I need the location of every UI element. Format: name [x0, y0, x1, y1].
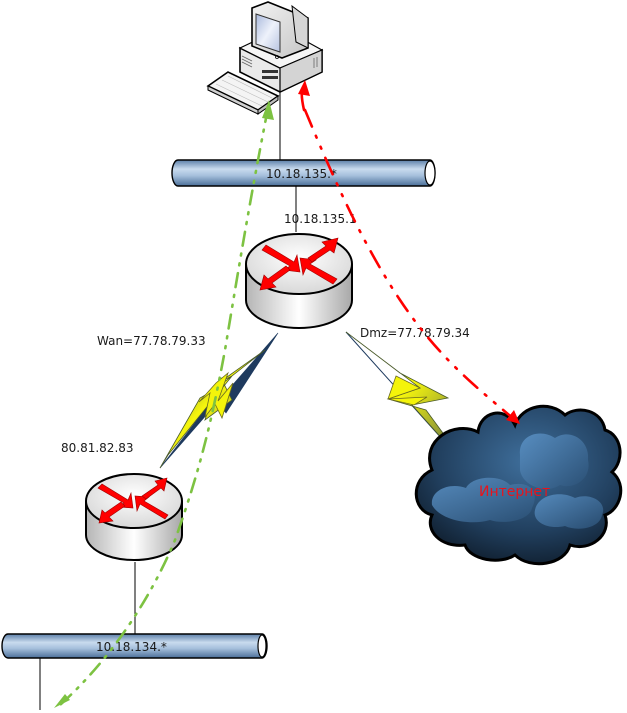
- router-main-lan-ip-label: 10.18.135.1: [284, 212, 357, 226]
- green-arrowhead-top: [262, 100, 274, 120]
- green-flow-path: [54, 100, 274, 708]
- lan-bottom-label: 10.18.134.*: [96, 640, 167, 654]
- wan-ip-label: Wan=77.78.79.33: [97, 334, 206, 348]
- lan-bus-bottom: 10.18.134.*: [1, 633, 268, 659]
- remote-router-icon[interactable]: [85, 473, 183, 561]
- red-arrowhead-bottom: [506, 410, 520, 424]
- main-router-icon[interactable]: [245, 233, 353, 329]
- lan-bus-top: 10.18.135.*: [171, 159, 436, 187]
- dmz-ip-label: Dmz=77.78.79.34: [360, 326, 470, 340]
- internet-cloud-icon[interactable]: Интернет: [414, 404, 623, 566]
- red-flow-path: [298, 80, 520, 424]
- lan-top-label: 10.18.135.*: [266, 167, 337, 181]
- internet-label: Интернет: [479, 484, 550, 500]
- router-arrows-icon: [259, 237, 339, 291]
- router-arrows-icon: [97, 477, 169, 524]
- wan-lightning-link: [159, 332, 279, 469]
- red-arrowhead-top: [298, 80, 310, 96]
- workstation-computer-icon[interactable]: [206, 1, 324, 115]
- remote-router-ip-label: 80.81.82.83: [61, 441, 134, 455]
- green-arrowhead-bottom: [54, 694, 70, 708]
